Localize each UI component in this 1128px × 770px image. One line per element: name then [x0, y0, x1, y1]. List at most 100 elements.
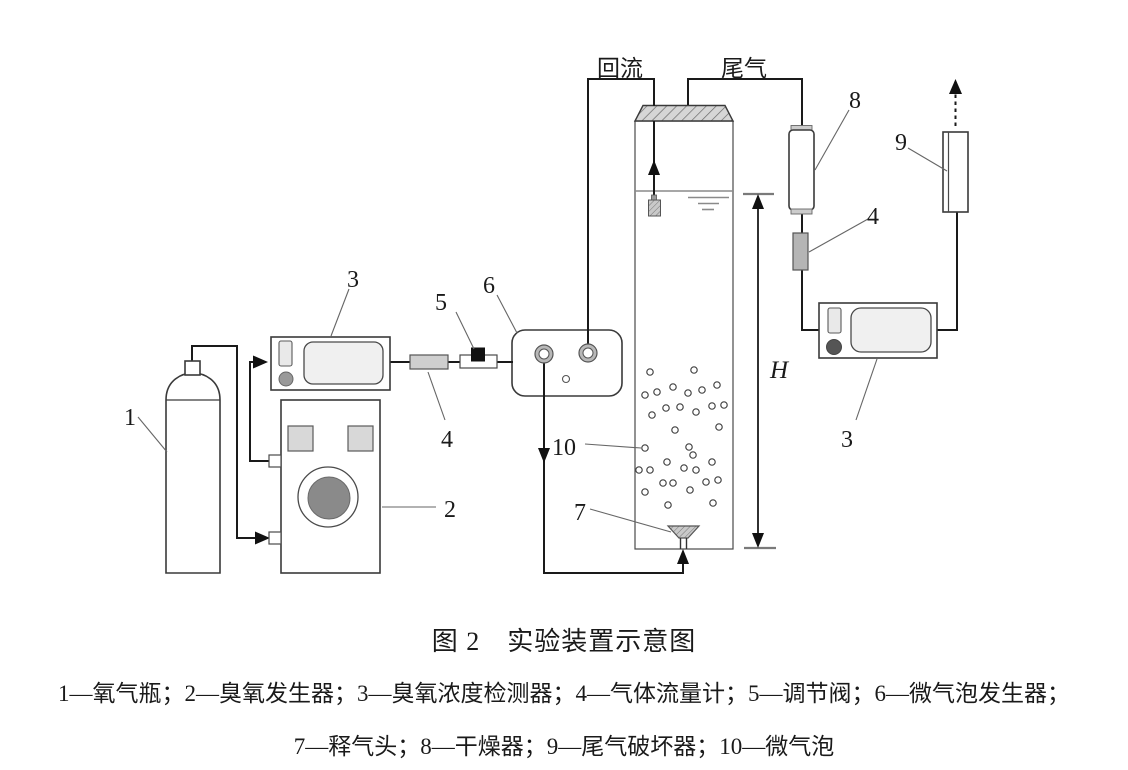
label-3-left: 3 [347, 267, 359, 293]
figure-legend-line1: 1—氧气瓶；2—臭氧发生器；3—臭氧浓度检测器；4—气体流量计；5—调节阀；6—… [58, 681, 1070, 706]
up-arrow-icon [677, 549, 689, 564]
height-label: H [769, 357, 790, 384]
reflux-label: 回流 [597, 56, 643, 81]
reflux-intake-tube [648, 121, 661, 217]
intake-weight [648, 199, 661, 217]
microbubble-generator [511, 329, 623, 397]
oxygen-cylinder [165, 360, 221, 574]
label-9: 9 [895, 130, 907, 156]
label-1: 1 [124, 405, 136, 431]
label-2: 2 [444, 497, 456, 523]
bubble [635, 466, 643, 474]
ozone-detector-right [818, 302, 938, 359]
up-arrow-icon [752, 194, 764, 209]
tail-gas-destructor [942, 131, 969, 213]
generator-button [347, 425, 374, 452]
generator-knob [307, 476, 351, 520]
bubble [715, 423, 723, 431]
detector-indicator [827, 307, 842, 334]
height-dimension: H [743, 192, 790, 550]
bubble [671, 426, 679, 434]
pipe-o2-to-generator [191, 345, 262, 539]
bubble [689, 451, 697, 459]
tail-gas-label: 尾气 [721, 56, 767, 81]
bubble [692, 466, 700, 474]
valve-knob [471, 347, 485, 362]
bubble [698, 386, 706, 394]
apparatus-diagram: H 回流 尾气 1 2 3 4 5 6 7 8 [124, 56, 969, 574]
ozone-detector-left [270, 336, 391, 391]
label-5: 5 [435, 290, 447, 316]
pipe-reflux [587, 78, 655, 346]
bubble [692, 408, 700, 416]
bubble [663, 458, 671, 466]
bubble [641, 391, 649, 399]
down-arrow-icon [752, 533, 764, 548]
label-3-right: 3 [841, 427, 853, 453]
pipe-generator-to-detector [249, 361, 271, 462]
bubble [709, 499, 717, 507]
pipe-flowmeter-to-detector-right [801, 270, 819, 331]
flow-meter-left [409, 354, 449, 370]
bubble [641, 444, 649, 452]
cylinder-valve-neck [184, 360, 201, 376]
dryer [788, 125, 815, 215]
detector-indicator [278, 340, 293, 367]
bubble [659, 479, 667, 487]
down-arrow-icon [538, 448, 550, 463]
bubble [708, 458, 716, 466]
regulating-valve [459, 347, 498, 369]
figure-legend-line2: 7—释气头；8—干燥器；9—尾气破坏器；10—微气泡 [293, 734, 835, 759]
detector-dial [826, 339, 842, 355]
gas-release-head [666, 525, 701, 549]
bubble [676, 403, 684, 411]
bubbles [635, 366, 728, 509]
generator-button [287, 425, 314, 452]
generator-upper-port [268, 454, 282, 468]
bubble [685, 443, 693, 451]
bubble [690, 366, 698, 374]
bubble [713, 381, 721, 389]
label-8: 8 [849, 88, 861, 114]
bubble [641, 488, 649, 496]
ozone-generator [268, 399, 381, 574]
flow-meter-right [792, 232, 809, 271]
up-arrow-icon [648, 160, 660, 175]
water-surface-marks [688, 196, 729, 211]
bubble [653, 388, 661, 396]
bubble [684, 389, 692, 397]
bubble [686, 486, 694, 494]
bubble [720, 401, 728, 409]
bubble [664, 501, 672, 509]
label-10: 10 [552, 435, 576, 461]
label-4-right: 4 [867, 204, 879, 230]
generator-lower-port [268, 531, 282, 545]
detector-dial [278, 371, 294, 387]
detector-screen [303, 341, 384, 385]
bubble-column [633, 104, 735, 550]
diagram-labels: 回流 尾气 1 2 3 4 5 6 7 8 9 4 3 10 [124, 56, 907, 526]
up-arrow-icon [949, 79, 962, 94]
bubble [702, 478, 710, 486]
bubble [714, 476, 722, 484]
label-7: 7 [574, 500, 586, 526]
leader-lines [137, 109, 948, 533]
microbubble-generator-ports [534, 343, 598, 384]
bubble [680, 464, 688, 472]
label-4-left: 4 [441, 427, 453, 453]
bubble [648, 411, 656, 419]
label-6: 6 [483, 273, 495, 299]
bubble [708, 402, 716, 410]
pipe-tail-gas [687, 78, 803, 127]
column-body [634, 120, 734, 550]
column-lid [633, 104, 735, 122]
bubble [646, 466, 654, 474]
detector-screen [850, 307, 932, 353]
right-arrow-icon [253, 355, 268, 369]
bubble [646, 368, 654, 376]
right-arrow-icon [255, 531, 270, 545]
bubble [669, 383, 677, 391]
bubble [669, 479, 677, 487]
pipes [191, 78, 962, 574]
